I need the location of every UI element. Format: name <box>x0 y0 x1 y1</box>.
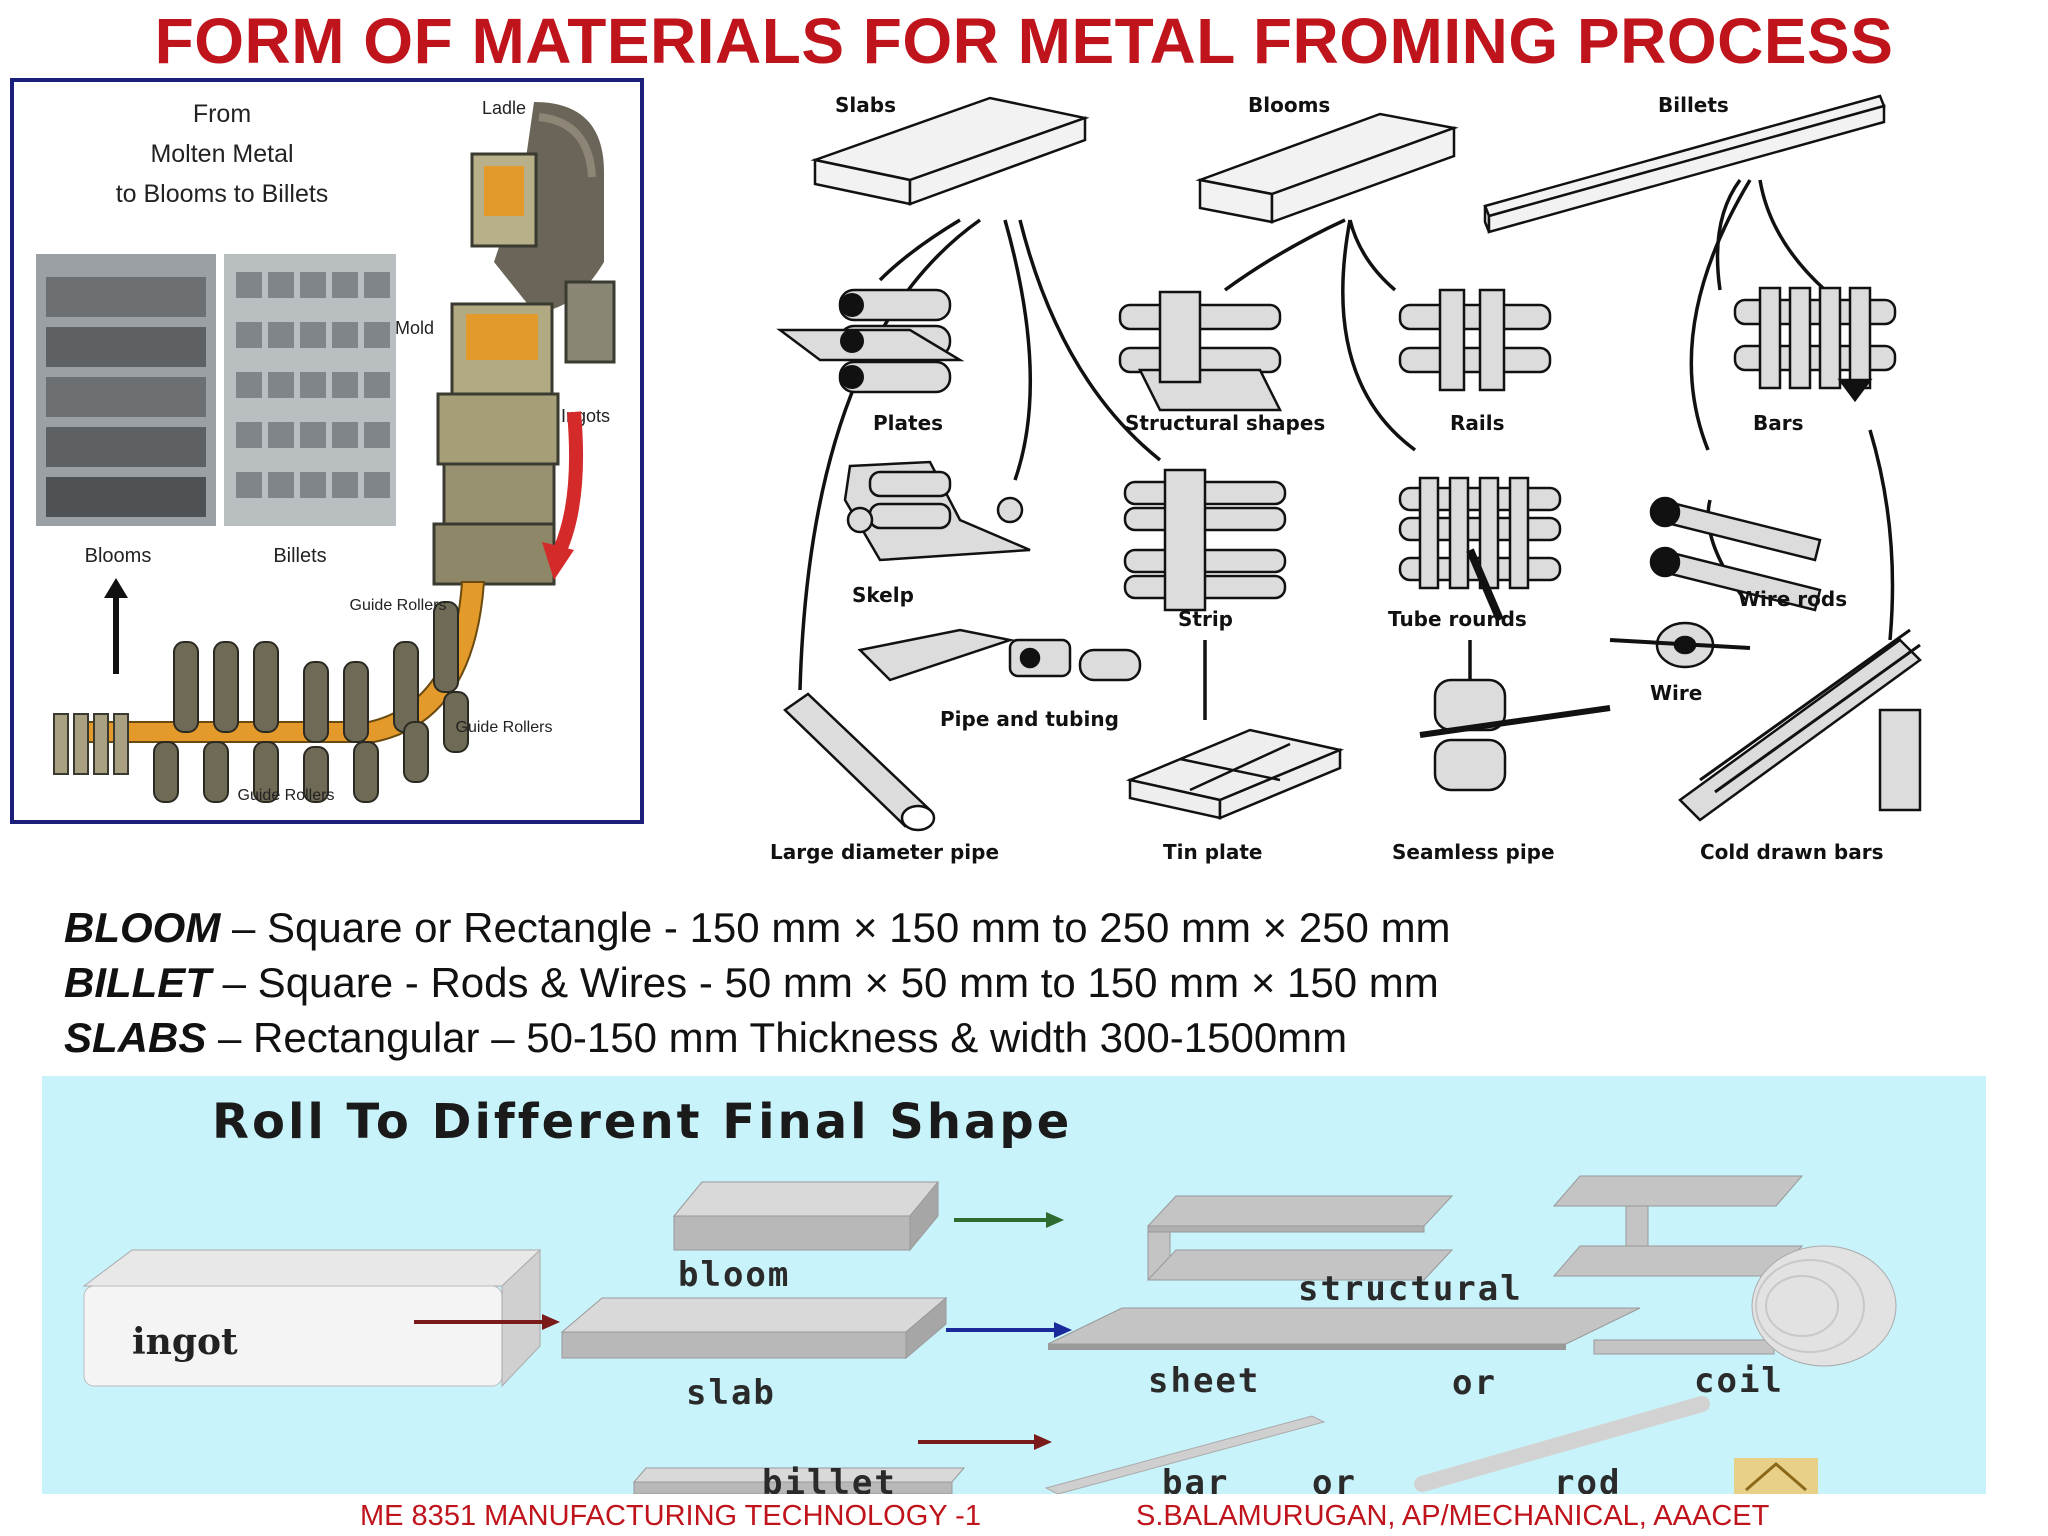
heading-line-3: to Blooms to Billets <box>116 180 329 208</box>
billet-label: billet <box>762 1463 897 1494</box>
blooms-source-label: Blooms <box>1248 93 1330 117</box>
channel-structural-shape <box>1146 1195 1454 1281</box>
skelp-label: Skelp <box>852 583 914 607</box>
definition-text: – Rectangular – 50-150 mm Thickness & wi… <box>206 1014 1348 1061</box>
billets-label: Billets <box>273 545 326 567</box>
guide-rollers-label-3: Guide Rollers <box>238 787 335 804</box>
skelp-mill-icon <box>843 460 1031 562</box>
rod-shape <box>1414 1396 1710 1492</box>
bottom-panel-title: Roll To Different Final Shape <box>212 1094 1072 1150</box>
ladle-label: Ladle <box>482 98 526 118</box>
coil-shape <box>1593 1245 1897 1367</box>
structural-mill-icon <box>1118 290 1283 412</box>
bars-label: Bars <box>1753 411 1804 435</box>
definition-text: – Square - Rods & Wires - 50 mm × 50 mm … <box>210 959 1439 1006</box>
bar-label: bar <box>1162 1463 1229 1494</box>
wire-rods-label: Wire rods <box>1738 587 1847 611</box>
strip-mill-icon <box>1123 468 1287 612</box>
plates-mill-icon <box>776 288 965 394</box>
wire-label: Wire <box>1650 681 1702 705</box>
bloom-label: bloom <box>678 1255 790 1295</box>
bloom-definition: BLOOM – Square or Rectangle - 150 mm × 1… <box>64 904 1451 952</box>
or-label-2: or <box>1312 1463 1357 1494</box>
footer-course: ME 8351 MANUFACTURING TECHNOLOGY -1 <box>360 1500 981 1532</box>
slab-label: slab <box>686 1373 776 1413</box>
seamless-pipe-icon <box>1419 678 1611 792</box>
cold-drawn-bars-label: Cold drawn bars <box>1700 840 1884 864</box>
mold-label: Mold <box>395 318 434 338</box>
ingot-shape <box>82 1248 542 1388</box>
corner-logo-icon <box>1734 1458 1818 1494</box>
wire-rods-mill-icon <box>1649 496 1822 612</box>
billets-source-label: Billets <box>1658 93 1729 117</box>
strip-label: Strip <box>1178 607 1233 631</box>
blooms-photo <box>36 254 216 526</box>
wire-reel-icon <box>1609 621 1751 669</box>
guide-rollers-illustration <box>53 581 486 803</box>
arrow-billet-to-bar-icon <box>918 1434 1052 1450</box>
ingot-label: ingot <box>132 1321 238 1363</box>
slab-illustration <box>810 96 1090 206</box>
roll-to-final-shape-figure: Roll To Different Final Shape ingot bloo… <box>42 1076 1986 1494</box>
casting-process-figure: From Molten Metal to Blooms to Billets B… <box>10 78 644 824</box>
structural-shapes-label: Structural shapes <box>1125 411 1325 435</box>
arrow-slab-to-sheet-icon <box>946 1322 1072 1338</box>
bars-mill-icon <box>1733 286 1897 403</box>
connector-lines <box>798 178 1895 720</box>
bar-shape <box>1044 1415 1326 1494</box>
red-down-arrow-icon <box>542 411 584 580</box>
tin-plate-icon <box>1125 728 1345 820</box>
rod-label: rod <box>1554 1463 1621 1494</box>
billet-shape <box>632 1467 966 1494</box>
page-title: FORM OF MATERIALS FOR METAL FROMING PROC… <box>154 5 1894 77</box>
definition-term: BLOOM <box>64 904 221 951</box>
up-arrow-icon <box>104 578 128 674</box>
structural-label: structural <box>1298 1269 1523 1309</box>
slabs-label: Slabs <box>835 93 896 117</box>
tube-rounds-label: Tube rounds <box>1388 607 1527 631</box>
billet-illustration <box>1483 94 1886 234</box>
arrow-to-bloom-icon <box>954 1212 1064 1228</box>
pipe-and-tubing-icon <box>857 628 1142 682</box>
arrow-ingot-to-slab-icon <box>414 1314 560 1330</box>
or-label-1: or <box>1452 1363 1497 1403</box>
footer-author: S.BALAMURUGAN, AP/MECHANICAL, AAACET <box>1136 1500 1770 1532</box>
large-diameter-pipe-icon <box>783 692 936 832</box>
billets-photo <box>224 254 396 526</box>
tube-rounds-mill-icon <box>1398 476 1562 622</box>
pipe-and-tubing-label: Pipe and tubing <box>940 707 1119 731</box>
ladle-illustration <box>470 102 616 364</box>
bloom-shape <box>672 1180 940 1252</box>
rails-label: Rails <box>1450 411 1505 435</box>
tin-plate-label: Tin plate <box>1163 840 1263 864</box>
heading-line-1: From <box>193 100 251 128</box>
rails-mill-icon <box>1398 288 1552 392</box>
slabs-definition: SLABS – Rectangular – 50-150 mm Thicknes… <box>64 1014 1347 1062</box>
coil-label: coil <box>1694 1361 1784 1401</box>
definition-text: – Square or Rectangle - 150 mm × 150 mm … <box>220 904 1451 951</box>
definition-term: BILLET <box>64 959 211 1006</box>
sheet-label: sheet <box>1148 1361 1260 1401</box>
i-beam-structural-shape <box>1552 1175 1804 1277</box>
definition-term: SLABS <box>64 1014 207 1061</box>
guide-rollers-label-2: Guide Rollers <box>456 719 553 736</box>
plates-label: Plates <box>873 411 943 435</box>
large-diameter-pipe-label: Large diameter pipe <box>770 840 999 864</box>
heading-line-2: Molten Metal <box>150 140 293 168</box>
guide-rollers-label-1: Guide Rollers <box>350 597 447 614</box>
slab-shape <box>560 1296 948 1360</box>
seamless-pipe-label: Seamless pipe <box>1392 840 1555 864</box>
rolled-products-diagram: Slabs Blooms Billets <box>760 80 1930 870</box>
blooms-label: Blooms <box>85 545 152 567</box>
mold-illustration <box>432 302 560 586</box>
billet-definition: BILLET – Square - Rods & Wires - 50 mm ×… <box>64 959 1439 1007</box>
sheet-shape <box>1047 1307 1641 1350</box>
cold-drawn-bars-icon <box>1678 628 1922 822</box>
bloom-illustration <box>1195 112 1459 224</box>
